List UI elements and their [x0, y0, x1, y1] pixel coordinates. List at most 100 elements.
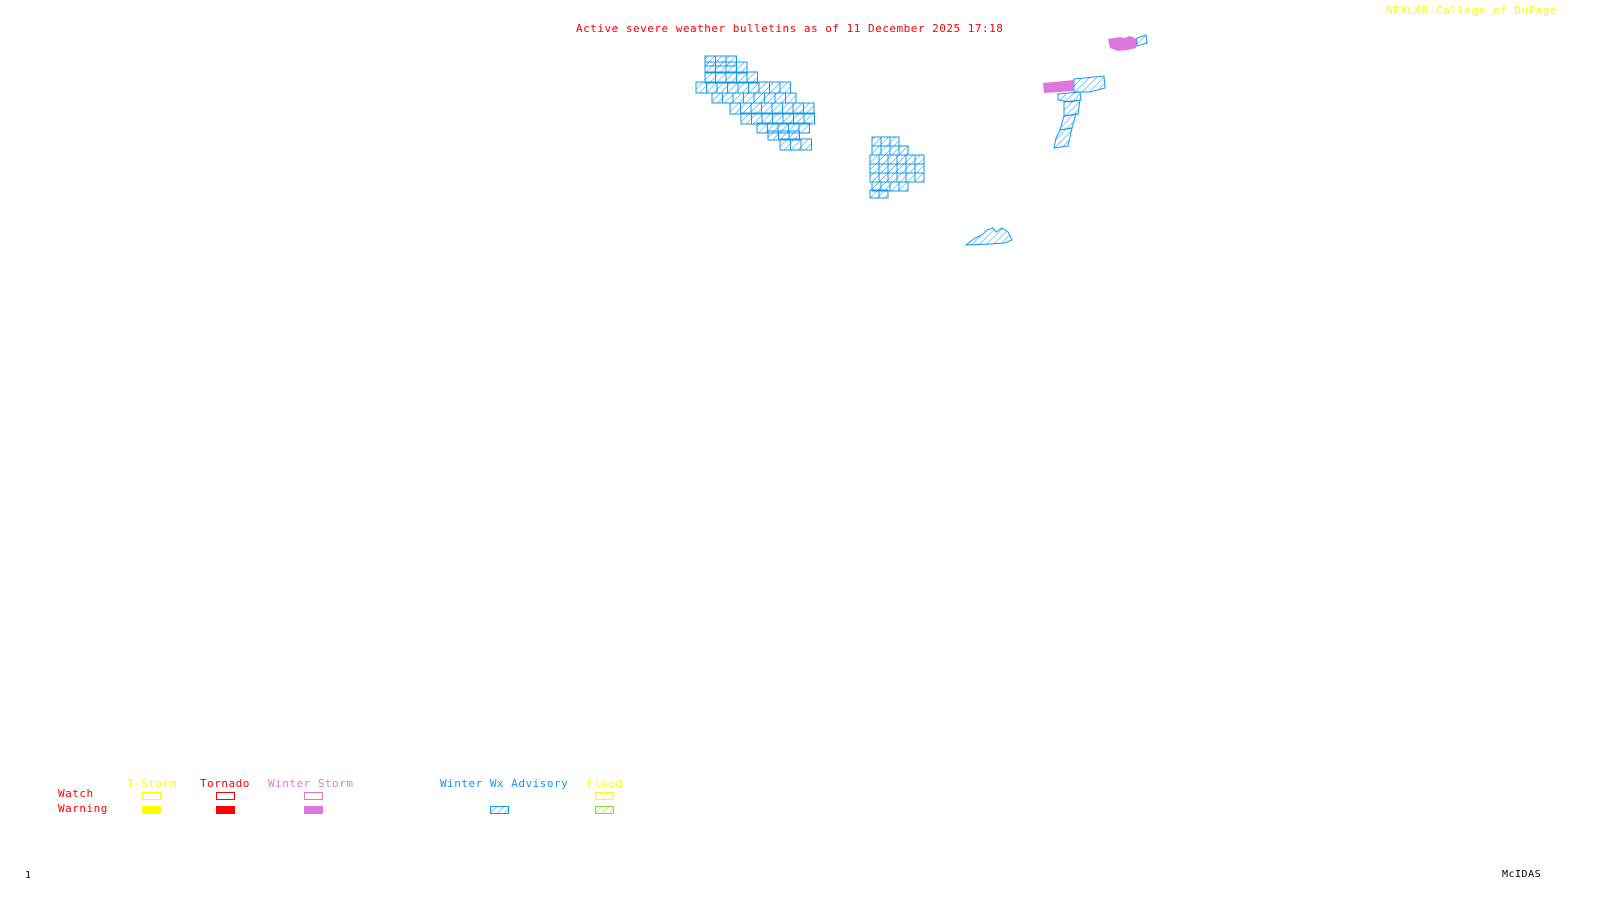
- county-block: [779, 81, 791, 94]
- county-block: [878, 189, 889, 199]
- county-block: [751, 112, 763, 125]
- winter-storm-warning-area-new-york: [1043, 80, 1074, 93]
- county-block: [715, 61, 727, 74]
- county-block: [889, 145, 900, 156]
- county-block: [869, 154, 880, 165]
- county-block: [704, 71, 716, 84]
- county-block: [746, 71, 758, 84]
- legend-flood-watch-swatch: [595, 792, 614, 800]
- county-block: [869, 172, 880, 183]
- legend-tornado-label: Tornado: [200, 777, 250, 790]
- county-block: [727, 81, 739, 94]
- county-block: [898, 145, 909, 156]
- county-block: [729, 102, 741, 115]
- county-block: [871, 136, 882, 147]
- county-block: [898, 181, 909, 192]
- credit-label: NEXLAB-College of DuPage: [1386, 4, 1557, 17]
- county-block: [750, 102, 762, 115]
- county-block: [869, 189, 880, 199]
- county-block: [711, 92, 723, 104]
- county-block: [767, 130, 779, 141]
- county-block: [914, 163, 925, 174]
- advisory-area-west-virginia: [964, 227, 1013, 246]
- county-block: [880, 145, 891, 156]
- county-block: [793, 112, 805, 125]
- county-block: [790, 138, 802, 151]
- county-block: [753, 92, 765, 104]
- county-block: [761, 102, 773, 115]
- county-block: [722, 92, 734, 104]
- county-block: [887, 163, 898, 174]
- legend-winter-storm-label: Winter Storm: [268, 777, 354, 790]
- county-block: [782, 112, 794, 125]
- county-block: [905, 163, 916, 174]
- county-block: [743, 92, 755, 104]
- legend-winter-wx-advisory-label: Winter Wx Advisory: [440, 777, 569, 790]
- county-block: [889, 181, 900, 192]
- legend-tstorm-watch-swatch: [142, 792, 161, 800]
- legend-tstorm-label: T-Storm: [127, 777, 177, 790]
- advisory-area-upper-midwest: [695, 55, 815, 151]
- county-block: [887, 154, 898, 165]
- county-block: [803, 112, 815, 125]
- county-block: [871, 145, 882, 156]
- county-block: [725, 61, 737, 74]
- legend-tornado-watch-swatch: [216, 792, 235, 800]
- advisory-area-new-york: [1053, 75, 1106, 149]
- county-block: [800, 138, 812, 151]
- frame-number: 1: [25, 870, 32, 881]
- county-block: [792, 102, 804, 115]
- county-block: [772, 112, 784, 125]
- county-block: [914, 154, 925, 165]
- county-block: [896, 154, 907, 165]
- county-block: [889, 136, 900, 147]
- county-block: [740, 102, 752, 115]
- county-block: [704, 61, 716, 74]
- county-block: [736, 71, 748, 84]
- county-block: [905, 172, 916, 183]
- legend-row-watch: Watch: [58, 787, 94, 800]
- county-block: [737, 81, 749, 94]
- county-block: [725, 71, 737, 84]
- county-block: [769, 81, 781, 94]
- advisory-area-indiana: [869, 136, 925, 199]
- county-block: [869, 163, 880, 174]
- county-block: [695, 81, 707, 94]
- county-block: [740, 112, 752, 125]
- county-block: [748, 81, 760, 94]
- county-block: [896, 163, 907, 174]
- software-label: McIDAS: [1502, 869, 1542, 880]
- county-block: [771, 102, 783, 115]
- county-block: [905, 154, 916, 165]
- legend-flood-warning-swatch: [595, 806, 614, 814]
- county-block: [779, 138, 791, 151]
- county-block: [716, 81, 728, 94]
- legend-winter-wx-advisory-swatch: [490, 806, 509, 814]
- legend-tstorm-warning-swatch: [142, 806, 161, 814]
- county-block: [785, 92, 797, 104]
- county-block: [798, 122, 810, 134]
- winter-storm-warning-area-new-england: [1108, 36, 1137, 51]
- legend-row-warning: Warning: [58, 802, 108, 815]
- county-block: [756, 122, 768, 134]
- county-block: [715, 71, 727, 84]
- county-block: [764, 92, 776, 104]
- county-block: [887, 172, 898, 183]
- county-block: [774, 92, 786, 104]
- legend-flood-label: Flood: [587, 777, 623, 790]
- county-block: [761, 112, 773, 125]
- county-block: [880, 136, 891, 147]
- county-block: [878, 172, 889, 183]
- legend-winter-storm-warning-swatch: [304, 806, 323, 814]
- county-block: [782, 102, 794, 115]
- county-block: [914, 172, 925, 183]
- county-block: [706, 81, 718, 94]
- county-block: [803, 102, 815, 115]
- legend-tornado-warning-swatch: [216, 806, 235, 814]
- county-block: [878, 163, 889, 174]
- county-block: [732, 92, 744, 104]
- county-block: [896, 172, 907, 183]
- advisory-area-new-england: [1136, 34, 1148, 47]
- county-block: [758, 81, 770, 94]
